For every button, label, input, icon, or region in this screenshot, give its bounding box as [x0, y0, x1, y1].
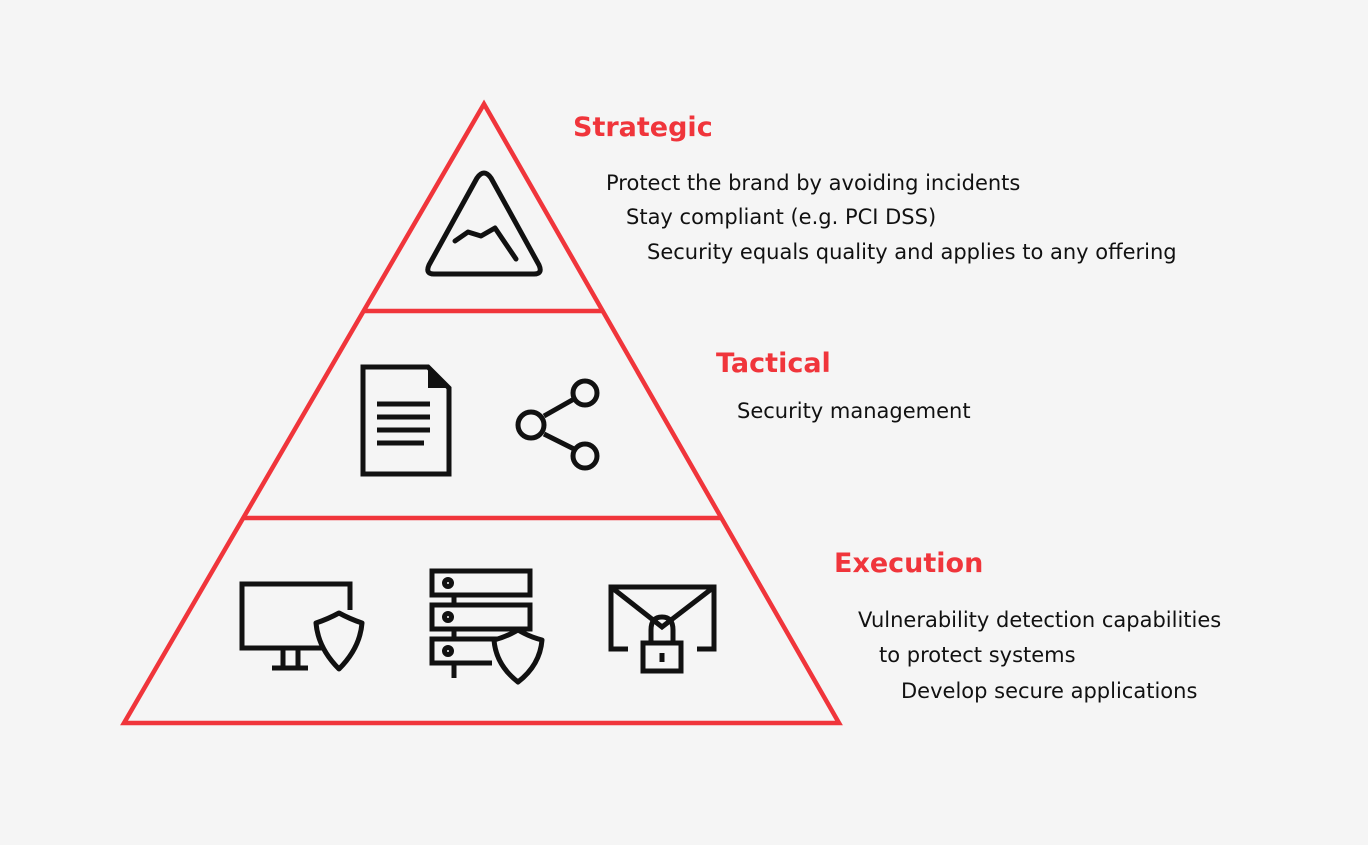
execution-line-1: Vulnerability detection capabilities: [858, 608, 1222, 632]
pyramid-outline: [120, 99, 843, 726]
tactical-line-1: Security management: [737, 399, 971, 423]
document-icon: [360, 364, 452, 477]
tactical-heading: Tactical: [716, 348, 831, 379]
strategic-heading: Strategic: [573, 112, 713, 143]
server-shield-icon: [429, 568, 545, 685]
share-icon: [515, 378, 600, 471]
monitor-shield-icon: [239, 581, 365, 672]
execution-line-2: to protect systems: [879, 643, 1076, 667]
strategic-line-1: Protect the brand by avoiding incidents: [606, 171, 1021, 195]
execution-line-3: Develop secure applications: [901, 679, 1198, 703]
mountain-icon: [425, 170, 543, 277]
strategic-line-3: Security equals quality and applies to a…: [647, 240, 1177, 264]
mail-lock-icon: [608, 584, 717, 674]
execution-heading: Execution: [834, 548, 984, 579]
strategic-line-2: Stay compliant (e.g. PCI DSS): [626, 205, 937, 229]
